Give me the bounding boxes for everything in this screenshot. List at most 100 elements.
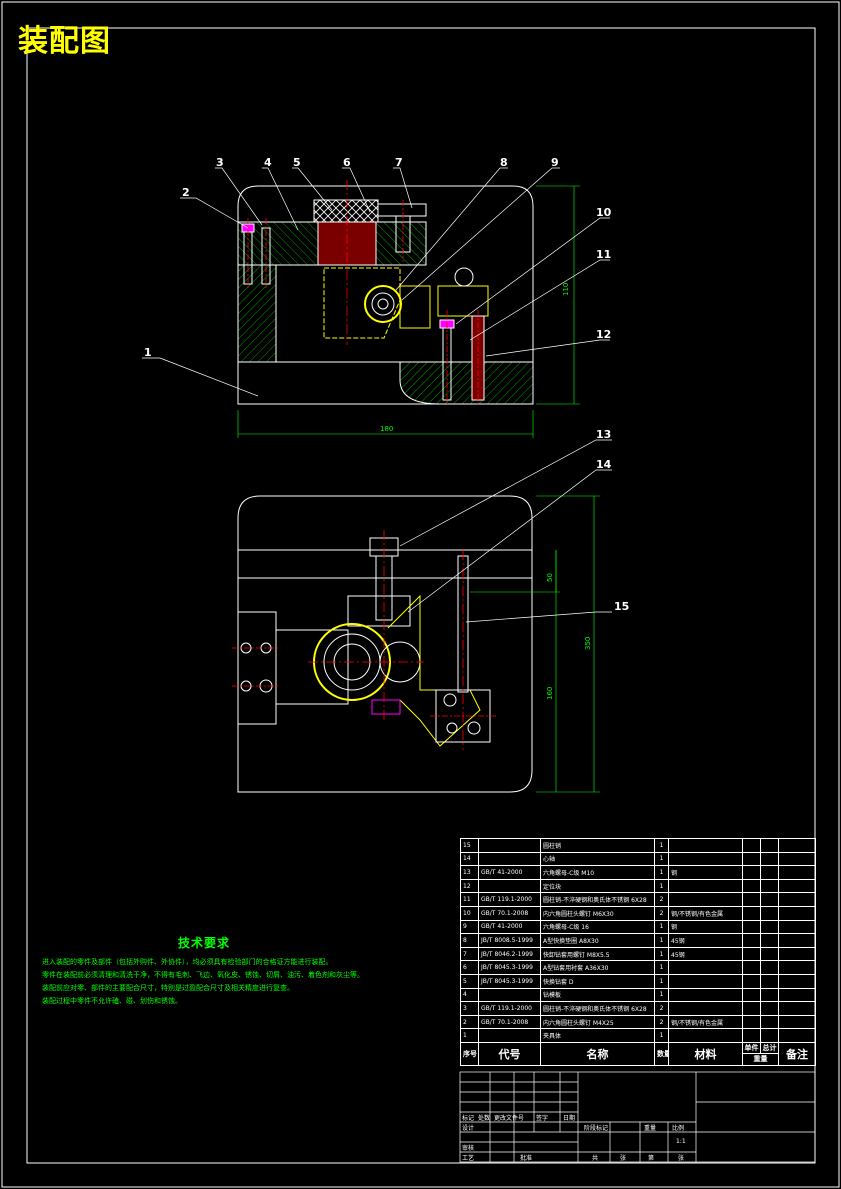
- bom-cell-no: 11: [460, 892, 479, 907]
- title-block-grid: [459, 1071, 816, 1163]
- bom-cell-material: [668, 960, 743, 975]
- bom-cell-code: GB/T 119.1-2000: [478, 1001, 541, 1016]
- bom-cell-total: [760, 987, 779, 1003]
- part-label-9: 9: [551, 156, 559, 169]
- bom-cell-unit: [742, 838, 761, 853]
- bom-cell-total: [760, 960, 779, 975]
- bom-cell-total: [760, 1001, 779, 1016]
- bom-cell-qty: 1: [654, 1028, 669, 1043]
- bom-cell-code: [478, 1028, 541, 1043]
- tb-label-sheet2: 张: [678, 1155, 685, 1162]
- bom-cell-no: 4: [460, 987, 479, 1003]
- bom-header-qty: 数量: [654, 1041, 669, 1066]
- tech-line-1: 进入装配的零件及部件（包括外购件、外协件），均必须具有检验部门的合格证方能进行装…: [42, 958, 333, 966]
- bom-cell-unit: [742, 973, 761, 989]
- bom-cell-note: [778, 838, 816, 853]
- bom-cell-material: [668, 1028, 743, 1043]
- bom-cell-code: GB/T 41-2000: [478, 919, 541, 935]
- bom-cell-material: 钢: [668, 865, 743, 880]
- bom-cell-qty: 2: [654, 1001, 669, 1016]
- part-label-2: 2: [182, 186, 190, 199]
- tb-label-change: 更改文件号: [494, 1115, 525, 1122]
- tb-label-mark: 标记: [462, 1115, 475, 1122]
- bom-cell-unit: [742, 1014, 761, 1030]
- part-label-15: 15: [614, 600, 629, 613]
- bom-cell-material: 钢: [668, 919, 743, 935]
- bom-cell-material: 45钢: [668, 933, 743, 948]
- bom-cell-qty: 2: [654, 905, 669, 921]
- bom-cell-total: [760, 865, 779, 880]
- bom-cell-name: 圆柱销: [540, 838, 655, 853]
- part-label-3: 3: [216, 156, 224, 169]
- bom-cell-note: [778, 892, 816, 907]
- bom-cell-material: [668, 878, 743, 894]
- bom-cell-code: GB/T 70.1-2008: [478, 905, 541, 921]
- bom-cell-total: [760, 1014, 779, 1030]
- bom-cell-no: 5: [460, 973, 479, 989]
- bom-header-row: 序号代号名称数量材料单件总计重量备注: [460, 1041, 816, 1066]
- bom-cell-unit: [742, 865, 761, 880]
- bom-cell-name: 六角螺母-C级 M10: [540, 865, 655, 880]
- bom-cell-total: [760, 851, 779, 867]
- bom-cell-code: JB/T 8008.5-1999: [478, 933, 541, 948]
- bom-cell-no: 12: [460, 878, 479, 894]
- bom-header-no: 序号: [460, 1041, 479, 1066]
- part-label-4: 4: [264, 156, 272, 169]
- bom-cell-note: [778, 851, 816, 867]
- bom-cell-note: [778, 1028, 816, 1043]
- tech-requirements: 技术要求 进入装配的零件及部件（包括外购件、外协件），均必须具有检验部门的合格证…: [42, 934, 442, 1009]
- bom-cell-material: [668, 892, 743, 907]
- tb-label-approve: 批准: [520, 1155, 533, 1162]
- tech-line-3: 装配前应对零、部件的主要配合尺寸，特别是过盈配合尺寸及相关精度进行复查。: [42, 984, 294, 992]
- bom-cell-no: 6: [460, 960, 479, 975]
- part-label-10: 10: [596, 206, 612, 219]
- bom-cell-total: [760, 919, 779, 935]
- bom-header-material: 材料: [668, 1041, 743, 1066]
- bom-cell-note: [778, 919, 816, 935]
- part-label-13: 13: [596, 428, 611, 441]
- bom-cell-note: [778, 973, 816, 989]
- bom-cell-total: [760, 838, 779, 853]
- inner-border: [26, 27, 816, 1164]
- bom-cell-name: 内六角圆柱头螺钉 M6X30: [540, 905, 655, 921]
- bom-cell-unit: [742, 878, 761, 894]
- bom-cell-note: [778, 1001, 816, 1016]
- tb-label-scale: 比例: [672, 1125, 685, 1132]
- bom-cell-code: [478, 851, 541, 867]
- bom-cell-total: [760, 946, 779, 962]
- bom-cell-unit: [742, 946, 761, 962]
- bom-cell-code: GB/T 119.1-2000: [478, 892, 541, 907]
- bom-cell-qty: 1: [654, 987, 669, 1003]
- tb-label-total: 共: [592, 1155, 599, 1162]
- bom-cell-code: JB/T 8045.3-1999: [478, 960, 541, 975]
- bom-cell-qty: 1: [654, 865, 669, 880]
- bom-cell-no: 3: [460, 1001, 479, 1016]
- bom-cell-code: [478, 878, 541, 894]
- bom-cell-name: 定位块: [540, 878, 655, 894]
- tb-label-weight: 重量: [644, 1125, 657, 1132]
- bom-cell-qty: 1: [654, 946, 669, 962]
- tb-label-sheet: 张: [620, 1155, 627, 1162]
- dim-height: 110: [562, 283, 570, 296]
- bom-header-note: 备注: [778, 1041, 816, 1066]
- bom-cell-qty: 2: [654, 892, 669, 907]
- bom-cell-no: 10: [460, 905, 479, 921]
- tb-label-stage: 阶段标记: [584, 1125, 609, 1132]
- bom-cell-no: 8: [460, 933, 479, 948]
- bom-cell-no: 7: [460, 946, 479, 962]
- bom-cell-unit: [742, 851, 761, 867]
- tb-label-nth: 第: [648, 1155, 655, 1162]
- bom-cell-qty: 1: [654, 878, 669, 894]
- bom-cell-qty: 1: [654, 919, 669, 935]
- bom-cell-unit: [742, 1001, 761, 1016]
- bom-cell-name: 六角螺母-C级 16: [540, 919, 655, 935]
